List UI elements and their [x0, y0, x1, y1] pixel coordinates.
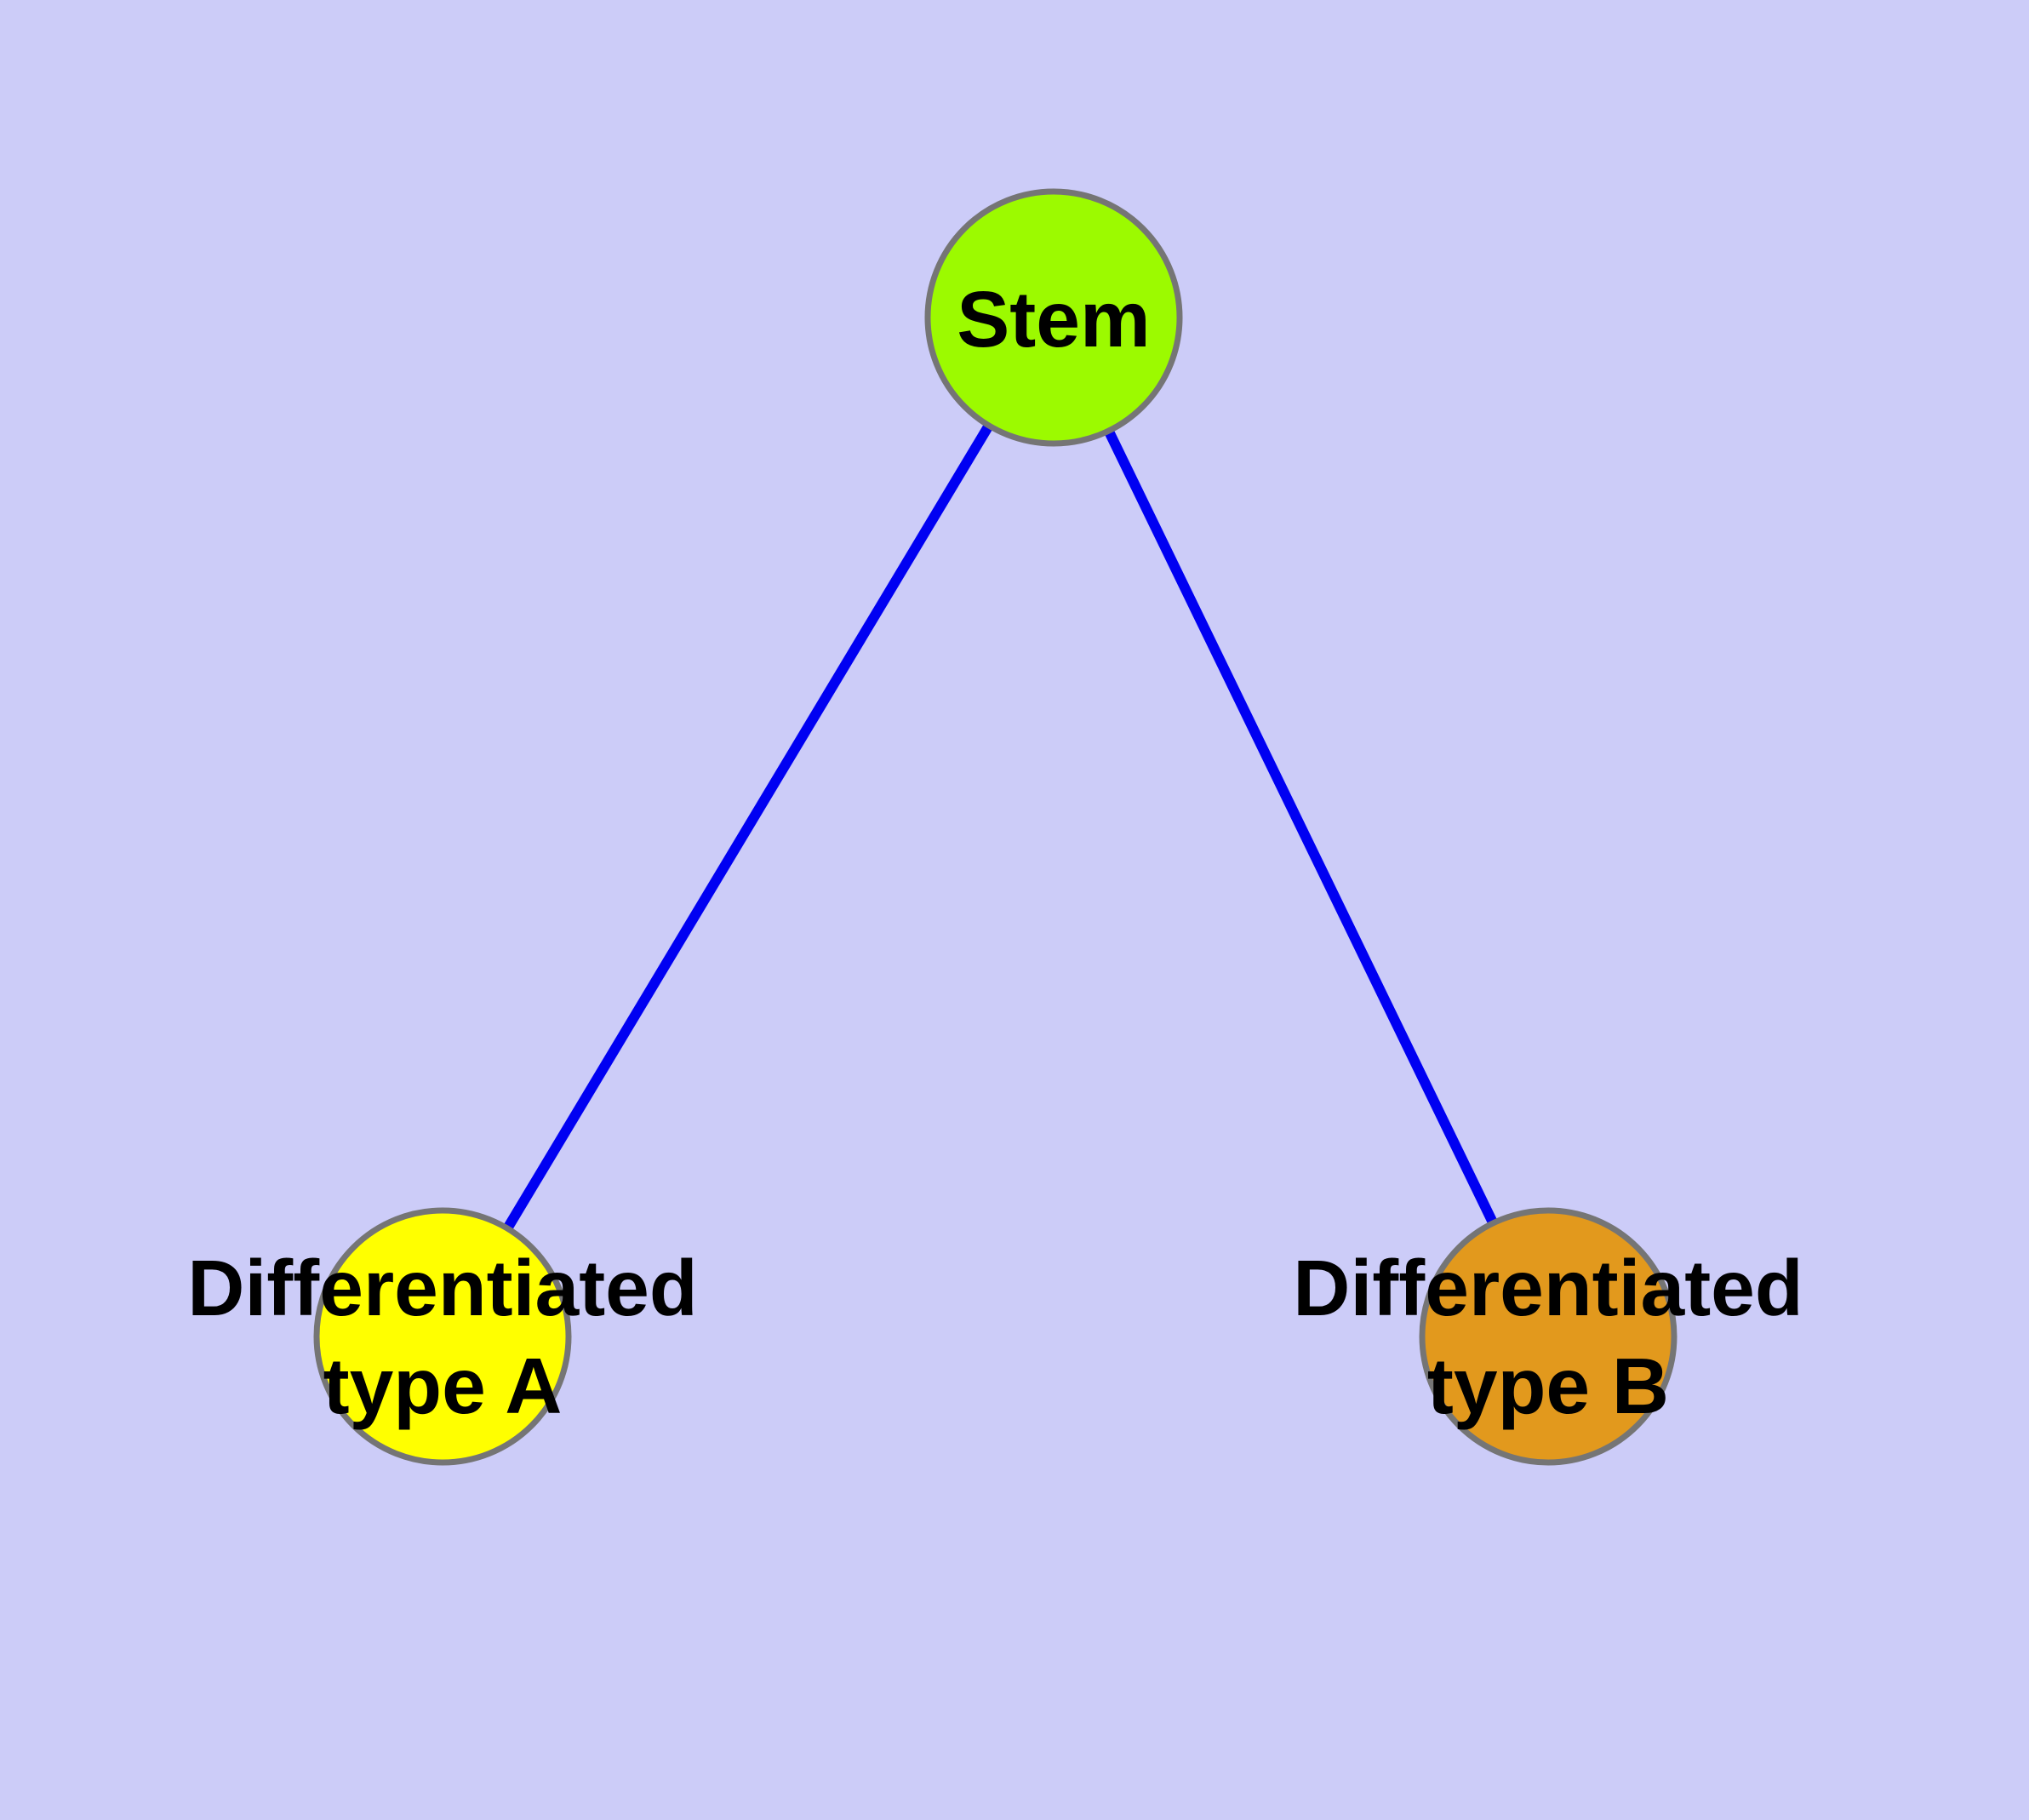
- node-type-b-circle: [1419, 1207, 1677, 1466]
- node-type-a-label-line2: type A: [323, 1342, 563, 1430]
- node-type-b-label-line1: Differentiated: [1293, 1244, 1803, 1332]
- node-type-a-circle: [313, 1207, 572, 1466]
- node-type-b-label-line2: type B: [1427, 1342, 1669, 1430]
- edge-stem-to-type-b: [1049, 315, 1553, 1339]
- node-stem-circle: [924, 188, 1183, 447]
- node-stem-label: Stem: [957, 275, 1150, 363]
- node-type-a-label-line1: Differentiated: [187, 1244, 697, 1332]
- edge-stem-to-type-a: [437, 314, 1059, 1340]
